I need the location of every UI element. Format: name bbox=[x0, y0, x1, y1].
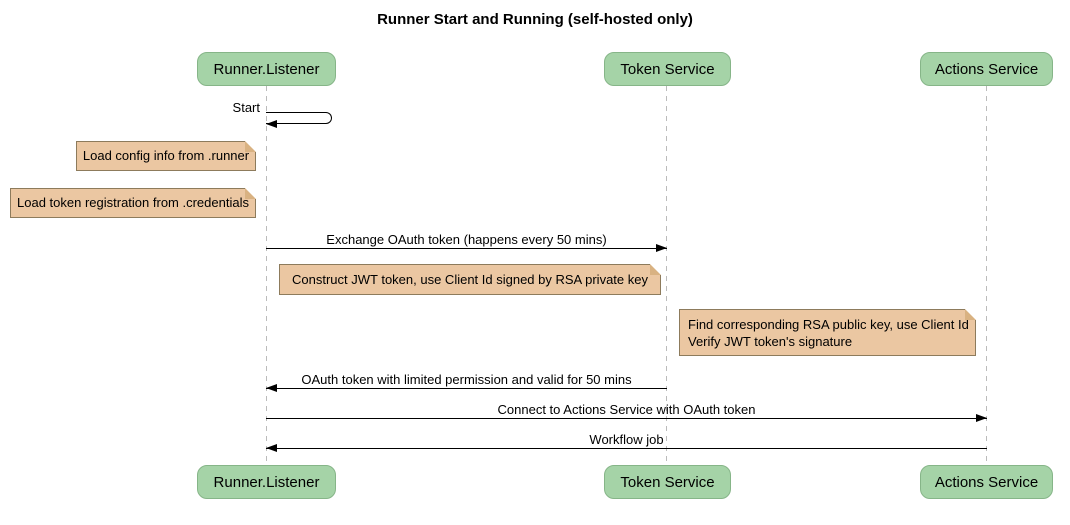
participant-runner-listener-bottom: Runner.Listener bbox=[197, 465, 336, 499]
participant-token-service-top: Token Service bbox=[604, 52, 731, 86]
message-connect-actions-line bbox=[266, 418, 987, 419]
message-connect-actions-label: Connect to Actions Service with OAuth to… bbox=[497, 402, 756, 417]
diagram-title: Runner Start and Running (self-hosted on… bbox=[377, 11, 693, 28]
note-load-token-registration: Load token registration from .credential… bbox=[10, 188, 256, 218]
note-verify-jwt-line2: Verify JWT token's signature bbox=[688, 334, 853, 349]
lifeline-token-service bbox=[666, 86, 667, 465]
message-workflow-job-label: Workflow job bbox=[589, 432, 664, 447]
arrowhead-right-icon bbox=[976, 414, 987, 422]
participant-actions-service-top: Actions Service bbox=[920, 52, 1053, 86]
arrowhead-left-icon bbox=[266, 384, 277, 392]
participant-token-service-bottom: Token Service bbox=[604, 465, 731, 499]
message-exchange-oauth-label: Exchange OAuth token (happens every 50 m… bbox=[326, 232, 607, 247]
arrowhead-right-icon bbox=[656, 244, 667, 252]
message-exchange-oauth-line bbox=[266, 248, 667, 249]
note-verify-jwt-line1: Find corresponding RSA public key, use C… bbox=[688, 317, 969, 332]
arrowhead-left-icon bbox=[266, 444, 277, 452]
note-construct-jwt: Construct JWT token, use Client Id signe… bbox=[279, 264, 661, 295]
message-workflow-job-line bbox=[266, 448, 987, 449]
note-load-config: Load config info from .runner bbox=[76, 141, 256, 171]
message-oauth-token-return-label: OAuth token with limited permission and … bbox=[301, 372, 632, 387]
note-verify-jwt: Find corresponding RSA public key, use C… bbox=[679, 309, 976, 356]
participant-runner-listener-top: Runner.Listener bbox=[197, 52, 336, 86]
participant-actions-service-bottom: Actions Service bbox=[920, 465, 1053, 499]
lifeline-actions-service bbox=[986, 86, 987, 465]
message-start-self-loop bbox=[266, 112, 332, 124]
lifeline-runner-listener bbox=[266, 86, 267, 465]
message-oauth-token-return-line bbox=[266, 388, 667, 389]
arrowhead-left-icon bbox=[266, 120, 277, 128]
message-start-label: Start bbox=[232, 100, 260, 115]
